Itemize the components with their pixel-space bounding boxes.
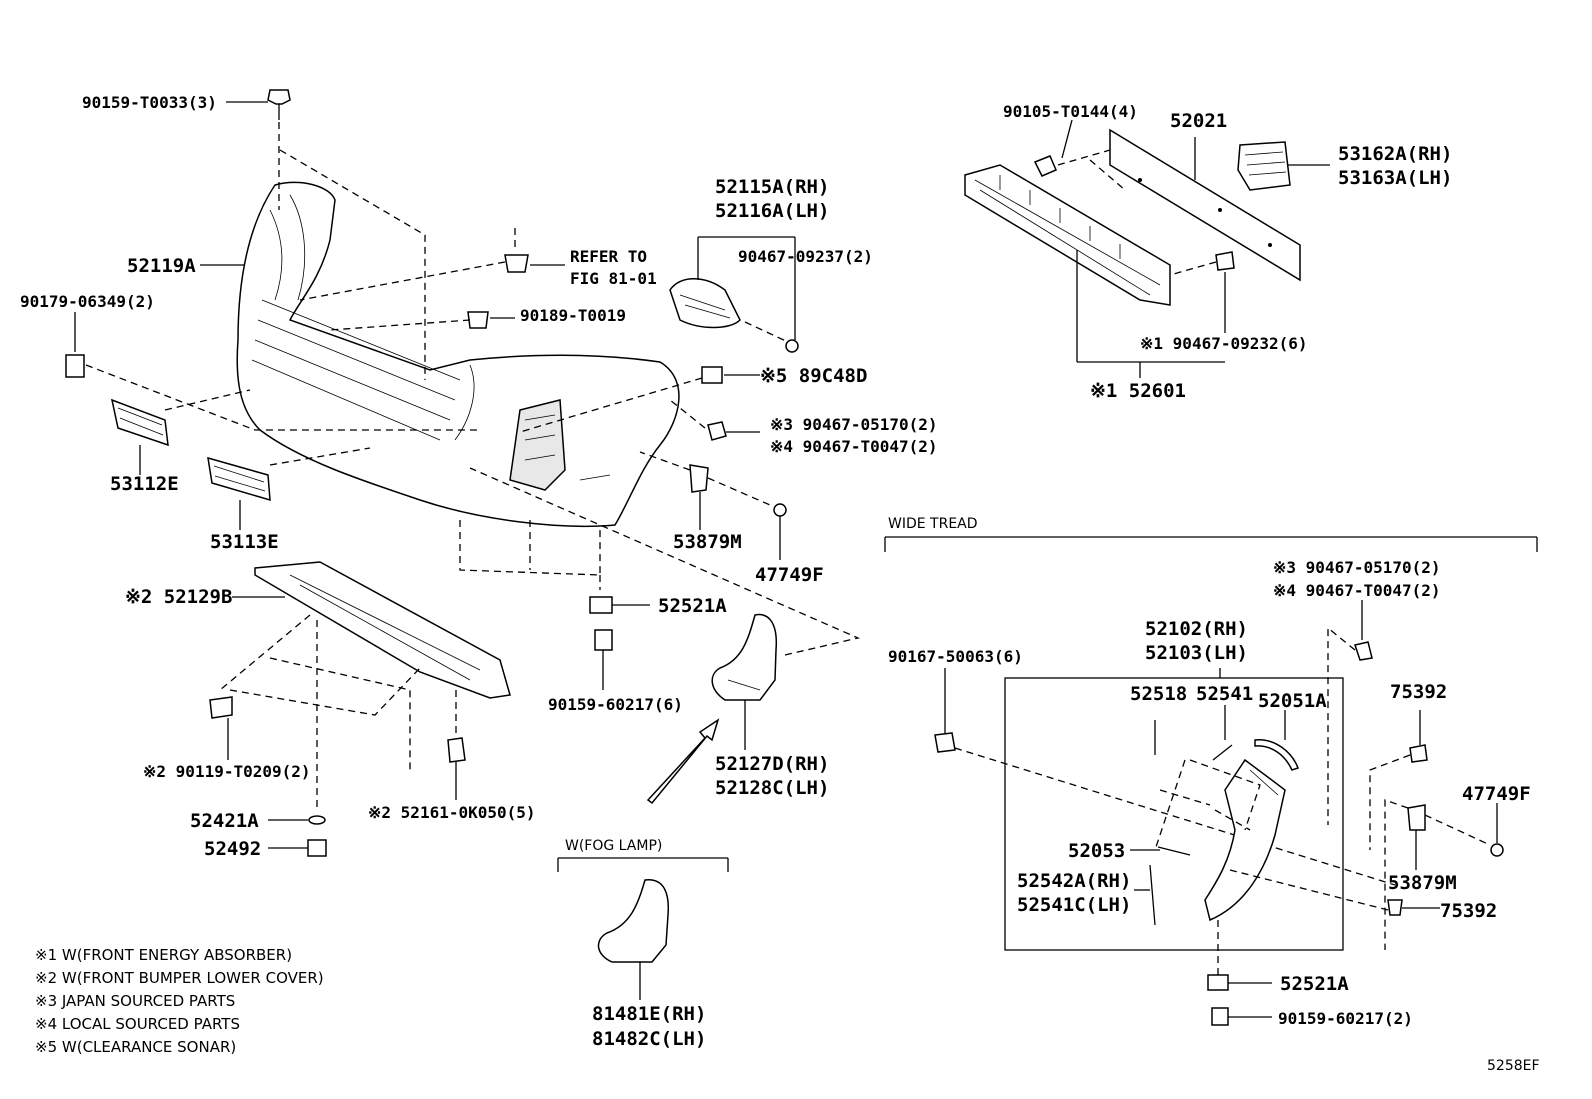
label-90467-05170-right: ※3 90467-05170(2): [1273, 558, 1441, 577]
label-52129B: ※2 52129B: [125, 586, 232, 608]
bracket-53879M-right: [1407, 804, 1426, 831]
label-52021: 52021: [1170, 110, 1227, 132]
grille-insert-53112E: [110, 398, 169, 447]
bolt-icon-90119-T0209: [209, 696, 233, 719]
screw-icon-47749F-left: [773, 503, 787, 517]
washer-icon-52421A: [308, 815, 326, 825]
label-89C48D: ※5 89C48D: [760, 365, 867, 387]
label-52521A-center: 52521A: [658, 595, 727, 617]
bolt-icon-90167: [934, 732, 956, 753]
arrow-icon: [646, 718, 720, 805]
label-75392-top: 75392: [1390, 681, 1447, 703]
bolt-icon-90159-60217-right: [1211, 1007, 1229, 1026]
label-90189-T0019: 90189-T0019: [520, 306, 626, 325]
note-1: ※1 W(FRONT ENERGY ABSORBER): [35, 946, 292, 964]
label-refer-line2: FIG 81-01: [570, 269, 657, 288]
label-81482C: 81482C(LH): [592, 1028, 706, 1050]
label-refer-line1: REFER TO: [570, 247, 647, 266]
label-52102: 52102(RH): [1145, 618, 1248, 640]
clip-icon-52161: [447, 737, 466, 763]
label-52051A: 52051A: [1258, 690, 1327, 712]
label-53113E: 53113E: [210, 531, 279, 553]
label-52518: 52518: [1130, 683, 1187, 705]
clip-icon-90189: [467, 311, 489, 329]
lower-cover-52129B: [254, 561, 511, 699]
label-52541: 52541: [1196, 683, 1253, 705]
label-52161-0K050: ※2 52161-0K050(5): [368, 803, 536, 822]
label-52421A: 52421A: [190, 810, 259, 832]
label-52127D: 52127D(RH): [715, 753, 829, 775]
label-90467-05170-left: ※3 90467-05170(2): [770, 415, 938, 434]
section-label-fog-lamp: W(FOG LAMP): [565, 838, 662, 854]
note-2: ※2 W(FRONT BUMPER LOWER COVER): [35, 969, 324, 987]
label-90167-50063: 90167-50063(6): [888, 647, 1023, 666]
label-90467-T0047-left: ※4 90467-T0047(2): [770, 437, 938, 456]
clip-icon-refer: [504, 254, 529, 273]
label-90179-06349: 90179-06349(2): [20, 292, 155, 311]
label-52601: ※1 52601: [1090, 380, 1186, 402]
label-53879M-left: 53879M: [673, 531, 742, 553]
clip-icon-52521A-right: [1207, 974, 1229, 991]
clip-icon-90467-09232: [1215, 251, 1235, 271]
bolt-icon-90159-60217-center: [594, 629, 613, 651]
mudflap-81481E: [597, 879, 670, 963]
screw-icon-47749F-right: [1490, 843, 1504, 857]
reinforcement-52021: [1109, 128, 1301, 282]
label-52053: 52053: [1068, 840, 1125, 862]
label-90159-60217-right: 90159-60217(2): [1278, 1009, 1413, 1028]
clip-icon-90467-05170-wide: [1354, 641, 1373, 661]
clip-icon-75392-top: [1409, 744, 1428, 763]
clip-icon-90467-05170: [707, 421, 727, 441]
figure-id: 5258EF: [1487, 1058, 1540, 1074]
mudflap-52127D: [711, 613, 778, 701]
bolt-icon-top-left: [267, 89, 291, 120]
bracket-53879M-left: [689, 464, 709, 493]
grille-insert-53113E: [207, 456, 271, 502]
clip-icon-90179: [65, 354, 85, 378]
label-52103: 52103(LH): [1145, 642, 1248, 664]
label-52128C: 52128C(LH): [715, 777, 829, 799]
bolt-icon-52492: [307, 839, 327, 857]
note-5: ※5 W(CLEARANCE SONAR): [35, 1038, 236, 1056]
label-52521A-right: 52521A: [1280, 973, 1349, 995]
label-52115A: 52115A(RH): [715, 176, 829, 198]
label-90159-T0033: 90159-T0033(3): [82, 93, 217, 112]
label-52119A: 52119A: [127, 255, 196, 277]
label-53879M-right: 53879M: [1388, 872, 1457, 894]
bolt-icon-90105: [1033, 155, 1057, 177]
label-52492: 52492: [204, 838, 261, 860]
label-53162A: 53162A(RH): [1338, 143, 1452, 165]
label-90467-09237: 90467-09237(2): [738, 247, 873, 266]
bumper-cover-drawing: [236, 181, 680, 527]
sensor-icon-89C48D: [701, 366, 723, 384]
label-47749F-left: 47749F: [755, 564, 824, 586]
bracket-53162A: [1237, 141, 1291, 191]
label-52116A: 52116A(LH): [715, 200, 829, 222]
label-53112E: 53112E: [110, 473, 179, 495]
note-3: ※3 JAPAN SOURCED PARTS: [35, 992, 235, 1010]
label-53163A: 53163A(LH): [1338, 167, 1452, 189]
clip-icon-52521A-center: [589, 596, 613, 614]
wheel-flare-52102: [1204, 758, 1286, 922]
label-75392-bottom: 75392: [1440, 900, 1497, 922]
clip-icon-75392-bottom: [1387, 899, 1403, 916]
label-52541C: 52541C(LH): [1017, 894, 1131, 916]
label-90467-T0047-right: ※4 90467-T0047(2): [1273, 581, 1441, 600]
absorber-52601: [964, 164, 1171, 306]
label-52542A: 52542A(RH): [1017, 870, 1131, 892]
label-81481E: 81481E(RH): [592, 1003, 706, 1025]
note-4: ※4 LOCAL SOURCED PARTS: [35, 1015, 240, 1033]
section-label-wide-tread: WIDE TREAD: [888, 516, 978, 532]
label-90159-60217-center: 90159-60217(6): [548, 695, 683, 714]
label-90467-09232: ※1 90467-09232(6): [1140, 334, 1308, 353]
label-90105-T0144: 90105-T0144(4): [1003, 102, 1138, 121]
label-90119-T0209: ※2 90119-T0209(2): [143, 762, 311, 781]
bolt-icon-90467-09237: [785, 339, 799, 353]
bracket-52115A: [669, 278, 741, 329]
label-47749F-right: 47749F: [1462, 783, 1531, 805]
